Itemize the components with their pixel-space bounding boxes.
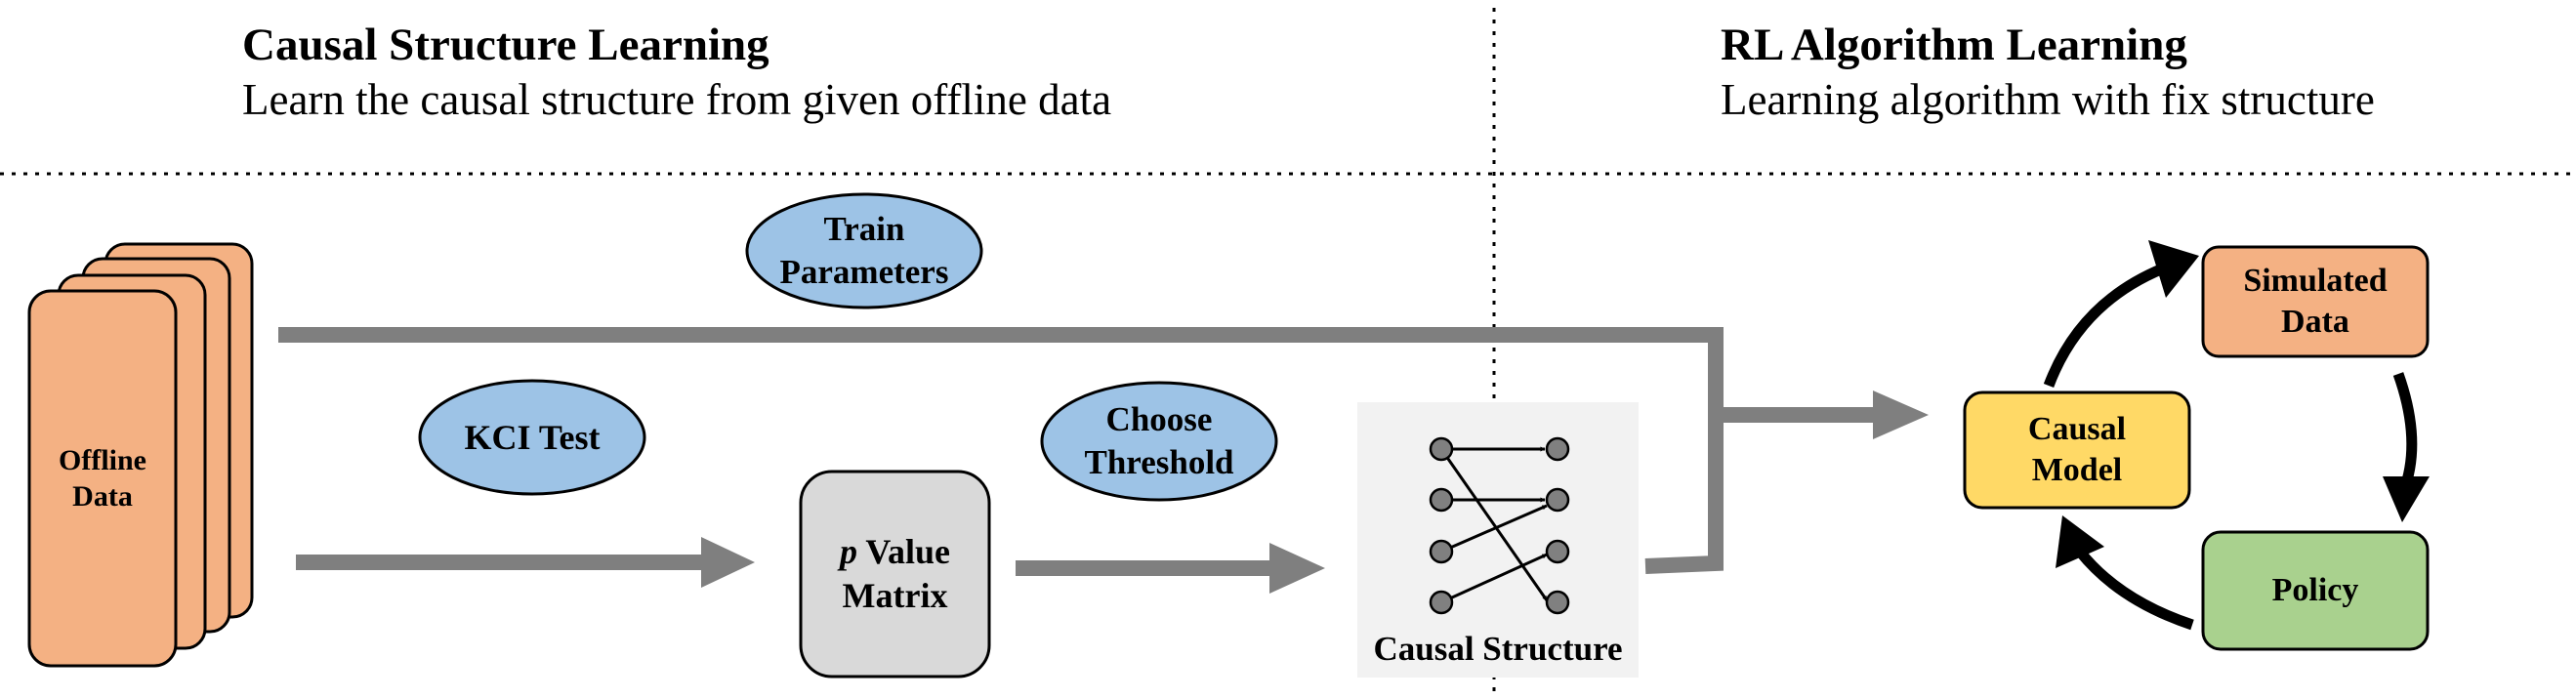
graph-node-left-1: [1429, 436, 1454, 462]
simulated-data-label: Simulated Data: [2243, 262, 2388, 341]
policy-to-model-arrowhead: [2056, 515, 2104, 568]
train-parameters-ellipse: [745, 192, 983, 309]
graph-node-right-2: [1545, 487, 1570, 513]
offline-data-stack: [27, 242, 254, 668]
model-to-data-arrowhead: [2148, 240, 2199, 298]
right-section-subtitle: Learning algorithm with fix structure: [1721, 75, 2375, 124]
pvalue-to-structure-arrowhead: [1269, 543, 1325, 594]
causal-structure-label: Causal Structure: [1373, 630, 1623, 669]
simulated-data-box: [2201, 245, 2430, 358]
policy-label: Policy: [2271, 571, 2359, 608]
rl-entry-arrowhead: [1873, 391, 1929, 439]
p-value-matrix-box: [799, 470, 991, 678]
train-parameters-flow: [278, 327, 1724, 415]
choose-threshold-label: Choose Threshold: [1084, 400, 1234, 481]
left-section-subtitle: Learn the causal structure from given of…: [242, 75, 1112, 124]
causal-model-box: [1963, 391, 2191, 510]
left-section-title: Causal Structure Learning: [242, 20, 769, 70]
kci-test-ellipse: [418, 379, 646, 496]
data-to-pvalue-arrowhead: [701, 537, 755, 588]
graph-node-right-3: [1545, 539, 1570, 564]
graph-node-left-4: [1429, 590, 1454, 615]
offline-data-card-1: [27, 289, 178, 668]
graph-node-left-3: [1429, 539, 1454, 564]
causal-graph-nodes: [1429, 436, 1570, 615]
right-section-heading: RL Algorithm Learning Learning algorithm…: [1721, 18, 2375, 127]
policy-to-model-arrow: [2075, 548, 2194, 631]
p-value-matrix-label: p Value Matrix: [839, 532, 951, 615]
train-parameters-label: Train Parameters: [779, 210, 949, 291]
p-symbol: p: [839, 532, 857, 571]
causal-graph: [1439, 446, 1549, 604]
data-to-policy-arrow: [2392, 372, 2418, 482]
graph-node-right-4: [1545, 590, 1570, 615]
graph-node-left-2: [1429, 487, 1454, 513]
graph-node-right-1: [1545, 436, 1570, 462]
data-to-policy-arrowhead: [2383, 476, 2430, 522]
right-section-title: RL Algorithm Learning: [1721, 20, 2187, 70]
structure-to-rl-flow: [1644, 407, 1880, 574]
offline-data-label: Offline Data: [59, 443, 146, 514]
choose-threshold-ellipse: [1040, 381, 1278, 502]
model-to-data-arrow: [2043, 263, 2166, 388]
left-section-heading: Causal Structure Learning Learn the caus…: [242, 18, 1111, 127]
policy-box: [2201, 530, 2430, 651]
causal-model-label: Causal Model: [2027, 410, 2127, 489]
kci-test-label: KCI Test: [464, 417, 601, 457]
